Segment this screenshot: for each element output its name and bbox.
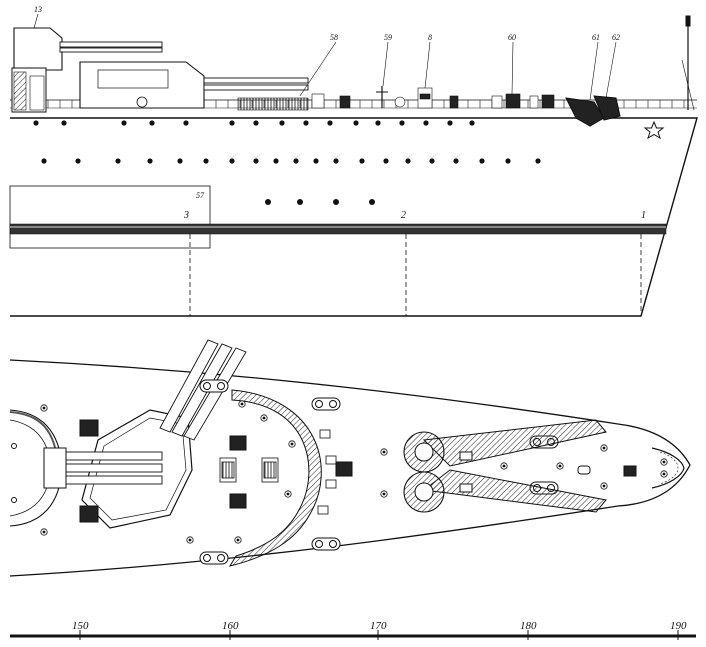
scale-label-150: 150: [72, 620, 89, 632]
callout-13: 13: [34, 5, 42, 14]
porthole: [535, 158, 541, 164]
porthole: [253, 120, 259, 126]
porthole: [33, 120, 39, 126]
callout-61: 61: [592, 33, 600, 42]
porthole: [203, 158, 209, 164]
porthole: [149, 120, 155, 126]
anchor-gear: [403, 419, 607, 513]
porthole: [479, 158, 485, 164]
porthole: [327, 120, 333, 126]
porthole: [75, 158, 81, 164]
porthole: [177, 158, 183, 164]
porthole: [229, 120, 235, 126]
frame-label-3: 3: [183, 210, 189, 221]
deck-equipment-58: [237, 97, 309, 111]
porthole: [359, 158, 365, 164]
frame-label-2: 2: [401, 210, 406, 221]
frame-label-1: 1: [641, 210, 646, 221]
porthole: [423, 120, 429, 126]
porthole: [375, 120, 381, 126]
porthole: [333, 199, 339, 205]
windlasses: [219, 457, 279, 483]
hull-outline: [10, 117, 698, 317]
porthole: [121, 120, 127, 126]
porthole: [333, 158, 339, 164]
callout-60: 60: [508, 33, 516, 42]
bow-star-icon: [643, 120, 665, 140]
jack-staff: [681, 15, 695, 111]
porthole: [253, 158, 259, 164]
porthole: [147, 158, 153, 164]
porthole: [399, 120, 405, 126]
porthole: [353, 120, 359, 126]
side-elevation: 13 58 59 8 60 61 62 57 3 2 1: [9, 5, 698, 317]
porthole: [61, 120, 67, 126]
scale-label-170: 170: [370, 620, 387, 632]
bow-fitting: [651, 447, 685, 489]
porthole: [405, 158, 411, 164]
callout-57: 57: [196, 191, 205, 200]
compartment-57: [9, 185, 211, 249]
armor-belt: [9, 223, 667, 235]
porthole: [447, 120, 453, 126]
porthole: [293, 158, 299, 164]
portholes: [33, 120, 541, 205]
porthole: [429, 158, 435, 164]
scale-label-190: 190: [670, 620, 687, 632]
turret-tower: [11, 27, 163, 113]
callout-62: 62: [612, 33, 620, 42]
porthole: [273, 158, 279, 164]
porthole: [229, 158, 235, 164]
porthole: [469, 120, 475, 126]
anchor-hawse: [565, 95, 621, 127]
scale-label-160: 160: [222, 620, 239, 632]
porthole: [115, 158, 121, 164]
porthole: [505, 158, 511, 164]
porthole: [183, 120, 189, 126]
porthole: [279, 120, 285, 126]
deck-fittings-small: [40, 400, 668, 544]
forward-turret: [79, 61, 309, 109]
plan-view: [9, 339, 691, 577]
callout-58: 58: [330, 33, 338, 42]
porthole: [453, 158, 459, 164]
porthole: [303, 120, 309, 126]
scale-label-180: 180: [520, 620, 537, 632]
callout-59: 59: [384, 33, 392, 42]
breakwater: [228, 389, 322, 567]
deck-hatches: [79, 419, 637, 523]
porthole: [297, 199, 303, 205]
scale-bar: 150 160 170 180 190: [10, 620, 696, 640]
porthole: [313, 158, 319, 164]
porthole: [265, 199, 271, 205]
deck-fittings: [311, 86, 555, 109]
porthole: [383, 158, 389, 164]
porthole: [369, 199, 375, 205]
callout-8: 8: [428, 33, 432, 42]
porthole: [41, 158, 47, 164]
